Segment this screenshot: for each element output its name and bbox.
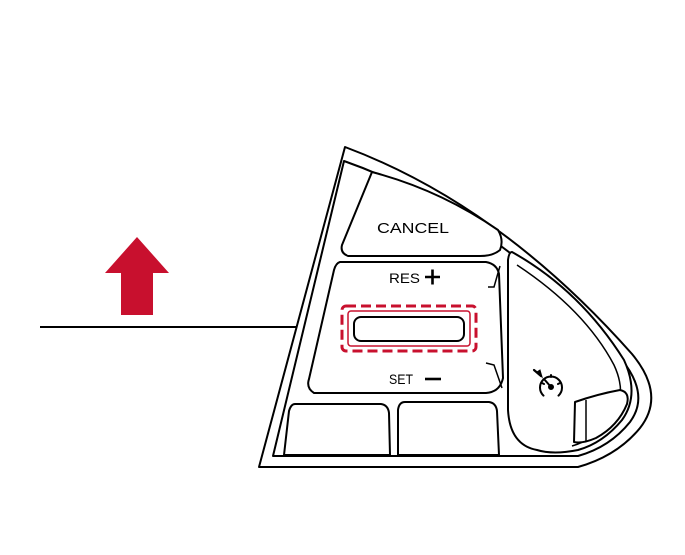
bottom-left-button[interactable] <box>283 403 391 456</box>
highlight-dashed-frame <box>340 304 478 353</box>
arrow-up-icon <box>105 237 169 315</box>
cancel-label: CANCEL <box>377 220 449 237</box>
bottom-right-button[interactable] <box>397 401 500 456</box>
rocker-edge-top <box>488 265 501 288</box>
highlight-inner-frame <box>347 310 471 347</box>
rocker-edge-bottom <box>485 362 503 389</box>
cancel-button[interactable] <box>340 171 503 257</box>
plus-icon <box>425 269 440 285</box>
cruise-main-switch[interactable] <box>353 316 465 342</box>
cruise-control-icon <box>532 368 563 397</box>
set-label: SET <box>389 371 413 387</box>
res-label: RES <box>389 270 420 286</box>
